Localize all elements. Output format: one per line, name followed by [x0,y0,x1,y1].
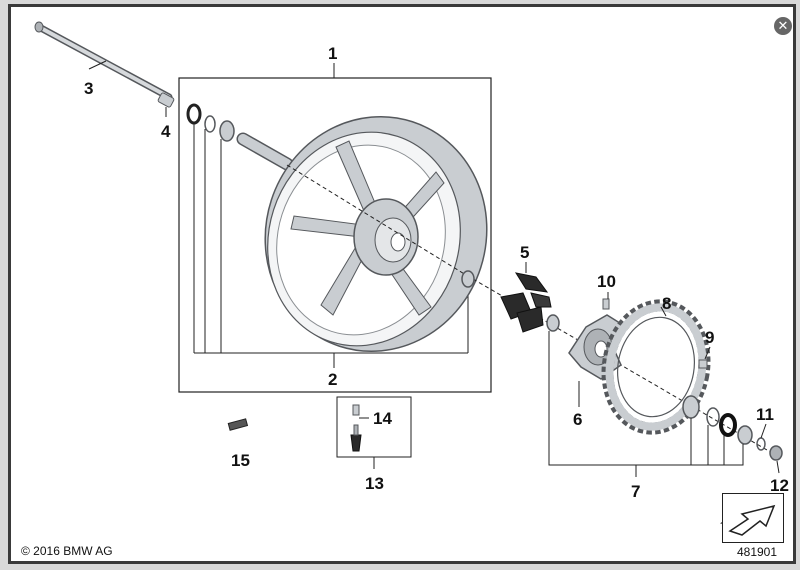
close-button[interactable]: ✕ [774,17,792,35]
chain-sprocket-part [601,299,711,435]
bearing-right-carrier [682,395,700,419]
tyre-valve-part [350,424,362,452]
callout-4[interactable]: 4 [161,122,171,141]
seal-ring-left [186,103,202,125]
callout-7[interactable]: 7 [631,482,640,501]
diagram-id: 481901 [736,545,778,559]
bearing-carrier [546,314,560,332]
bearing-right [461,270,475,288]
leader-3 [88,60,107,70]
washer-part [756,437,766,451]
spacer-part [157,92,175,108]
callout-14[interactable]: 14 [373,409,392,428]
nut-part [698,359,708,369]
spacer-sleeve-part [236,132,294,171]
callout-10[interactable]: 10 [597,272,616,291]
diagram-frame: ✕ [8,4,796,564]
leader-8 [660,306,667,317]
callout-15[interactable]: 15 [231,451,250,470]
orientation-arrow-icon [728,504,776,536]
copyright-text: © 2016 BMW AG [21,544,113,558]
callout-1[interactable]: 1 [328,44,337,63]
callout-5[interactable]: 5 [520,243,529,262]
wheel-group-box [178,77,492,393]
circlip-right [706,407,720,427]
axle-nut-part [769,445,783,461]
leader-11 [760,423,767,439]
callout-13[interactable]: 13 [365,474,384,493]
close-icon: ✕ [777,18,789,33]
leader-12 [776,460,780,474]
balance-weight-part [227,418,249,431]
exploded-parts-diagram: 1 2 3 4 5 6 7 8 9 10 11 12 13 14 15 [34,21,789,541]
damper-rubber-part [500,272,552,333]
callout-12[interactable]: 12 [770,476,789,495]
orientation-box [722,493,784,543]
callout-8[interactable]: 8 [662,294,671,313]
callout-11[interactable]: 11 [756,405,774,424]
callout-6[interactable]: 6 [573,410,582,429]
wheel-rim-part [264,115,488,353]
bolt-part [602,298,610,310]
bearing-left [219,120,235,142]
seal-ring-right [719,413,737,437]
circlip-left [204,115,216,133]
leader-7-bracket [548,331,744,466]
valve-cap-part [352,404,360,416]
callout-9[interactable]: 9 [705,328,714,347]
spacer-right [737,425,753,445]
callout-3[interactable]: 3 [84,79,93,98]
callout-2[interactable]: 2 [328,370,337,389]
leader-9 [704,346,711,360]
axle-part [34,21,173,101]
